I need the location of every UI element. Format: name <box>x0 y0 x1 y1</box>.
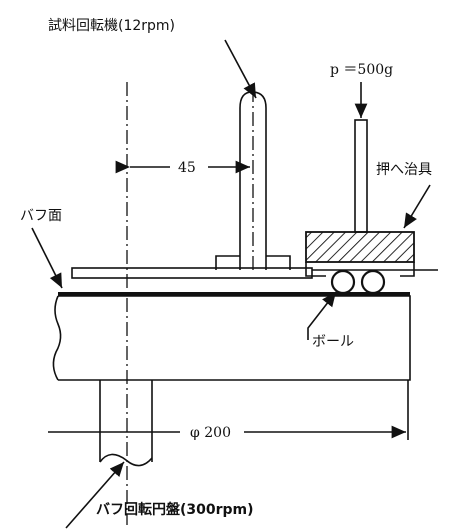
label-buff-surface: バフ面 <box>20 208 62 224</box>
leader-rotator <box>224 39 257 99</box>
dim-45-label: 45 <box>178 160 196 176</box>
jig-carrier <box>305 262 415 277</box>
load-rod <box>354 119 368 233</box>
leader-ball <box>307 291 337 340</box>
ball-2 <box>360 269 386 295</box>
dim-200-label: φ 200 <box>190 425 231 441</box>
buff-disk-body <box>58 295 411 381</box>
leader-buff-disk <box>65 461 125 529</box>
label-ball: ボール <box>312 334 354 350</box>
holding-jig <box>305 231 415 263</box>
label-specimen-rotator: 試料回転機(12rpm) <box>48 18 175 34</box>
specimen-plate <box>71 267 313 279</box>
leader-buff-surface <box>31 227 63 289</box>
label-buff-disk: バフ回転円盤(300rpm) <box>96 501 254 518</box>
rotator-flange <box>215 255 291 270</box>
ball-1 <box>330 269 356 295</box>
label-holding-jig: 押へ治具 <box>376 162 432 178</box>
leader-jig <box>403 184 431 229</box>
disk-shaft-break <box>99 453 153 467</box>
disk-break-line <box>52 295 62 381</box>
label-load: p ＝500g <box>330 62 393 78</box>
